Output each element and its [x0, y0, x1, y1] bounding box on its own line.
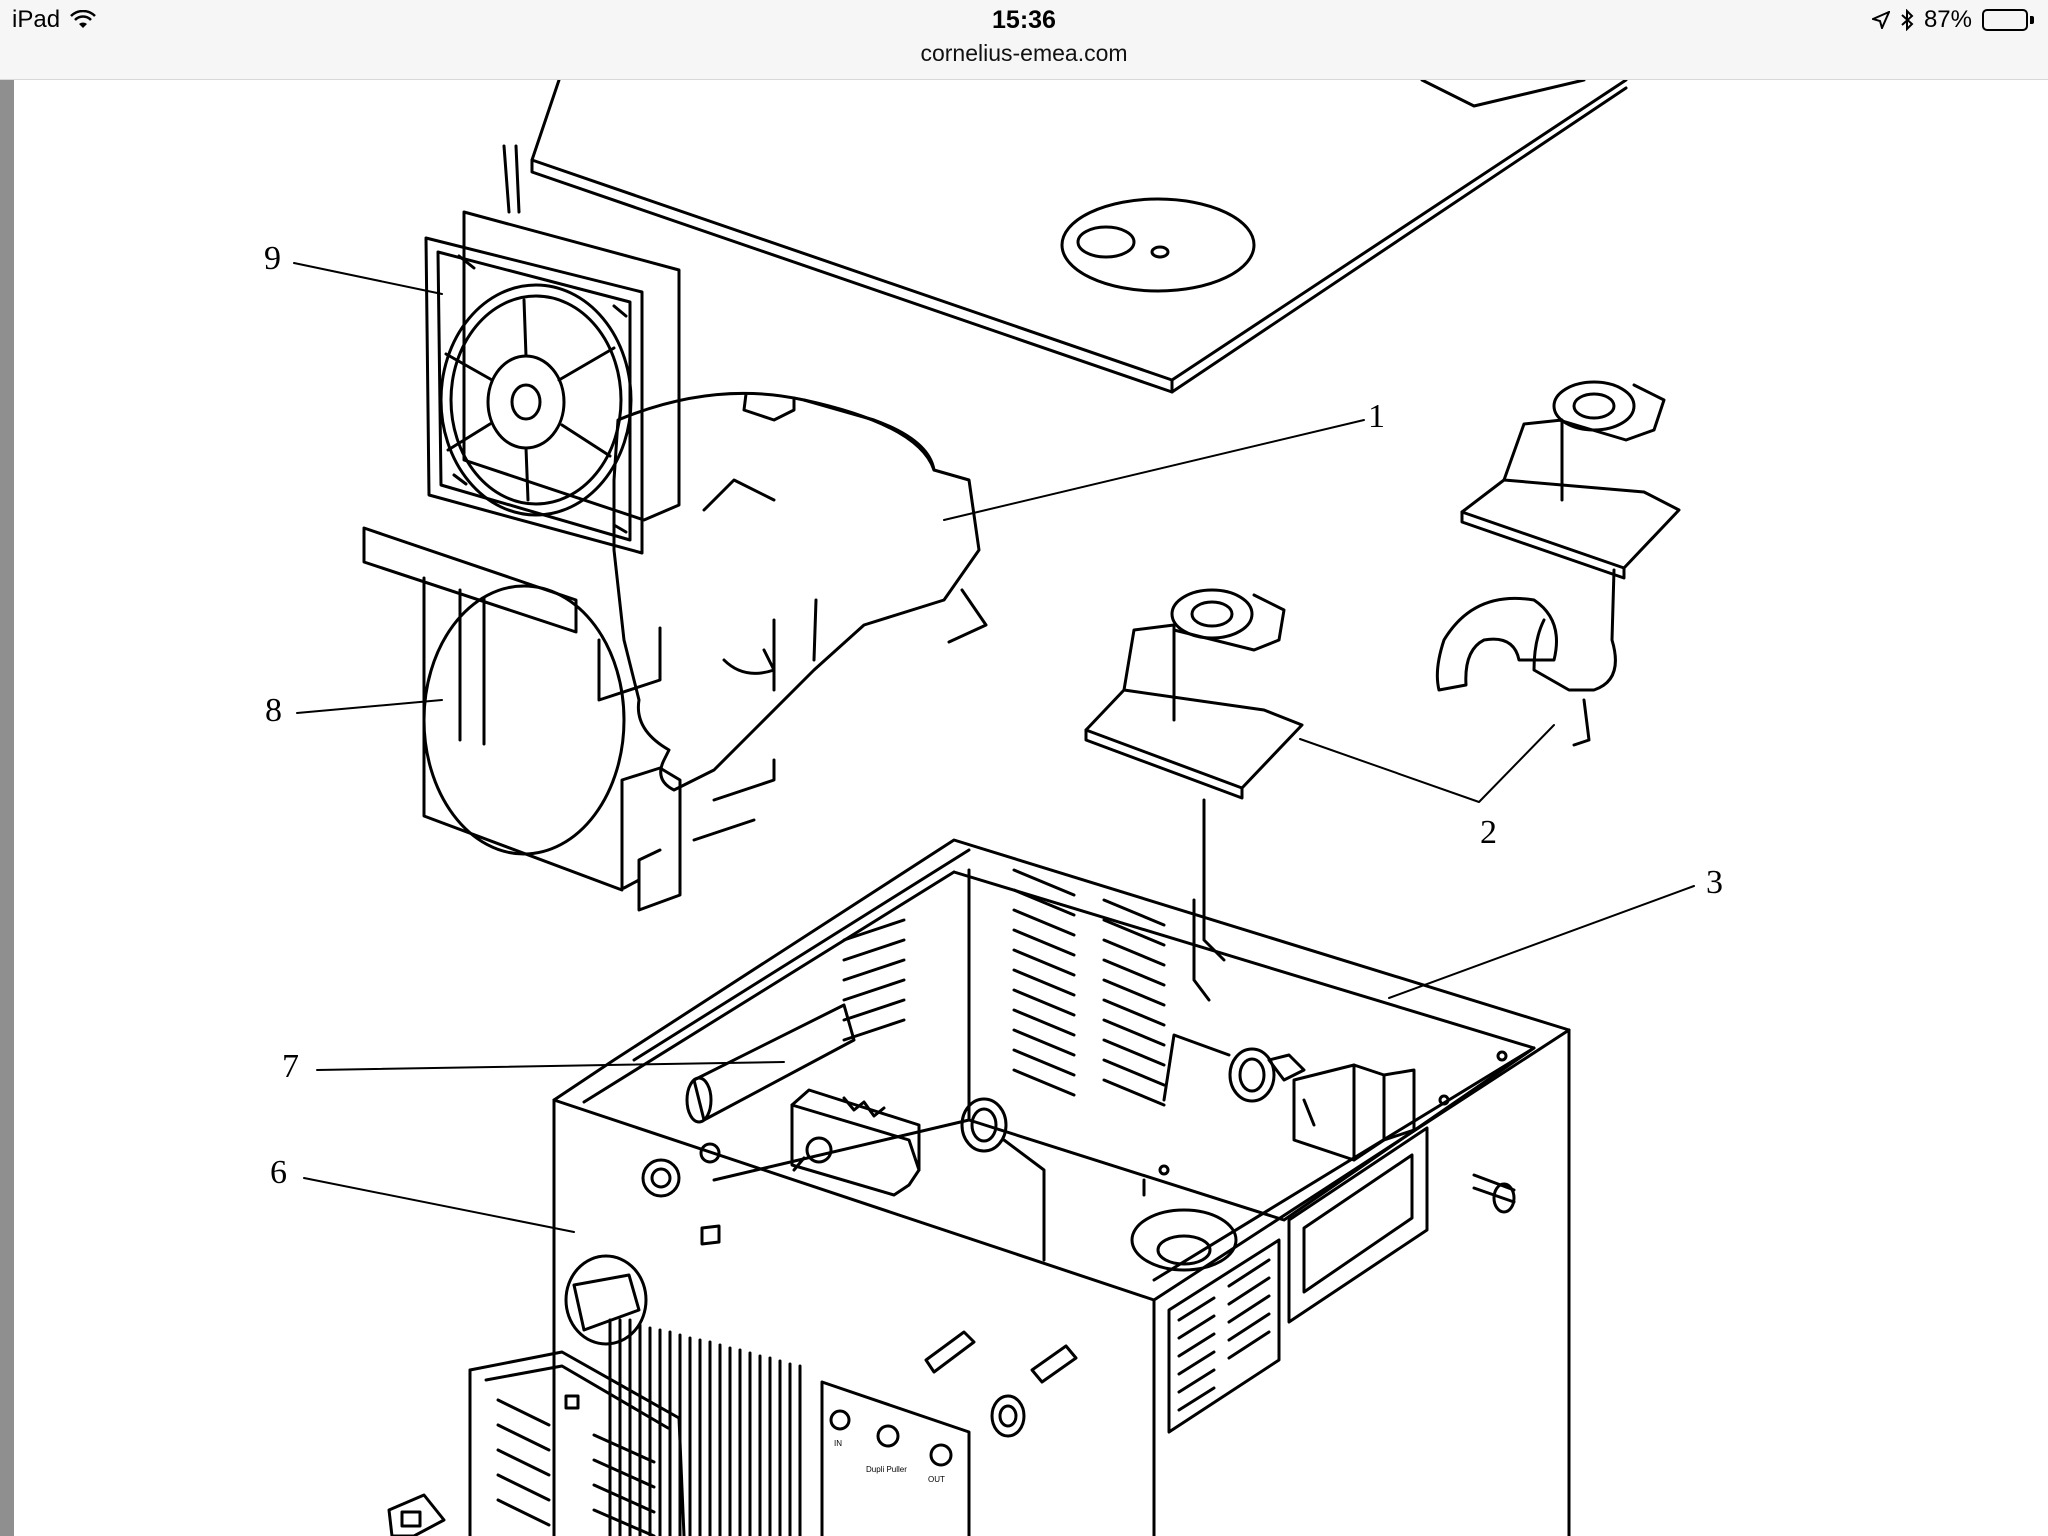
callout-7: 7	[282, 1048, 299, 1085]
panel-label-out: OUT	[928, 1475, 945, 1484]
callout-leaders	[293, 262, 1695, 1233]
callout-8: 8	[265, 692, 282, 729]
wifi-icon	[70, 10, 96, 28]
valve-assembly-upper	[1435, 380, 1681, 747]
device-name: iPad	[12, 6, 61, 33]
front-grille	[387, 1350, 686, 1536]
location-icon	[1871, 11, 1890, 29]
callout-2: 2	[1480, 814, 1497, 851]
callout-3: 3	[1706, 864, 1723, 901]
battery-percent: 87%	[1923, 6, 1972, 33]
panel-label-mid: Dupli Puller	[866, 1465, 907, 1474]
page-gutter	[0, 80, 14, 1536]
callout-9: 9	[264, 240, 281, 277]
status-left: iPad	[12, 6, 96, 34]
address-url[interactable]: cornelius-emea.com	[920, 40, 1128, 66]
compressor	[612, 391, 988, 842]
status-bar: iPad 15:36 cornelius-emea.com 87%	[0, 0, 2048, 80]
front-controls	[564, 1142, 1078, 1536]
fan	[424, 144, 681, 555]
fan-shroud	[362, 526, 682, 912]
status-right: 87%	[1871, 6, 2034, 34]
status-time: 15:36	[992, 6, 1056, 34]
battery-icon	[1982, 9, 2034, 31]
panel-label-in: IN	[834, 1439, 842, 1448]
thermostat	[790, 1088, 921, 1197]
bluetooth-icon	[1901, 9, 1914, 31]
top-lid	[530, 80, 1628, 394]
cabinet-right-side	[1142, 1050, 1516, 1434]
callout-1: 1	[1368, 398, 1385, 435]
panel-labels: IN Dupli Puller OUT	[834, 1439, 945, 1484]
switch	[1267, 1053, 1416, 1162]
exploded-view-drawing: IN Dupli Puller OUT	[293, 80, 1695, 1536]
cabinet	[552, 838, 1571, 1536]
document-page[interactable]: IN Dupli Puller OUT 9 8 1 2 3 7 6	[14, 80, 2048, 1536]
callout-6: 6	[270, 1154, 287, 1191]
